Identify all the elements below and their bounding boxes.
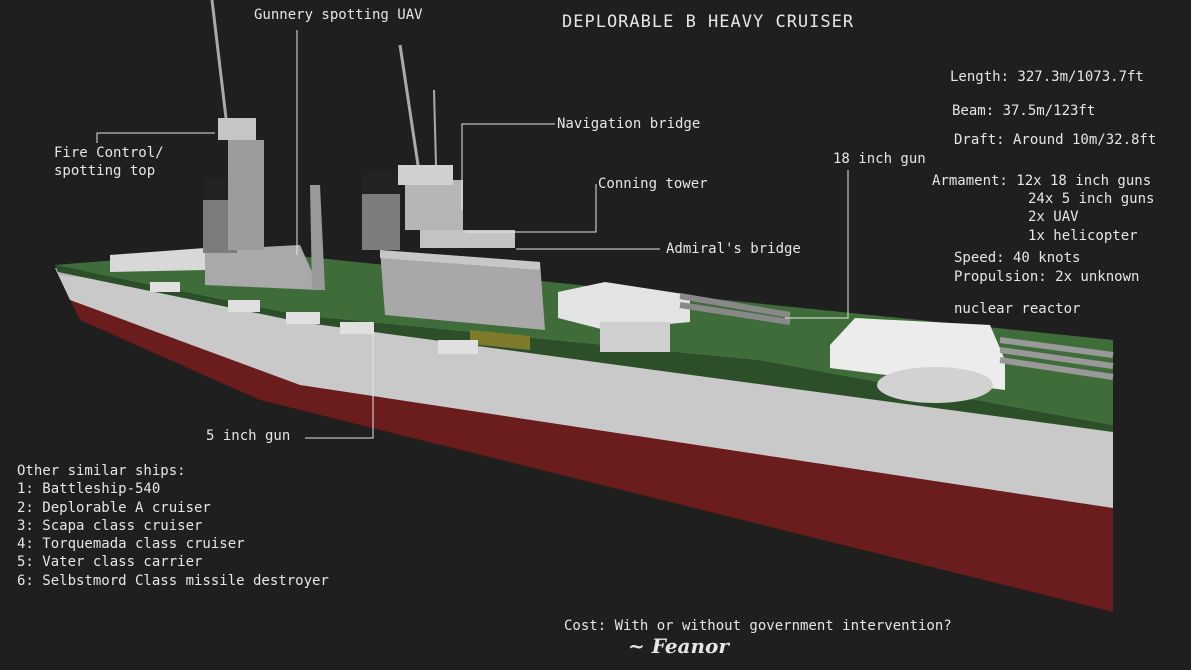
spec-reactor: nuclear reactor xyxy=(954,301,1081,317)
callout-18-inch-gun: 18 inch gun xyxy=(833,151,926,167)
spec-armament: Armament: 12x 18 inch guns xyxy=(932,173,1152,189)
cost-line: Cost: With or without government interve… xyxy=(564,618,952,634)
callout-line-18gun xyxy=(785,170,849,319)
callout-5-inch-gun: 5 inch gun xyxy=(206,428,291,444)
callout-line-fire-control xyxy=(96,132,215,143)
callout-line-conning xyxy=(466,184,597,233)
callout-fire-control-1: Fire Control/ xyxy=(54,145,164,161)
signature: ~ Feanor xyxy=(628,634,729,658)
similar-ships-heading: Other similar ships: xyxy=(17,463,186,479)
callout-conning-tower: Conning tower xyxy=(598,176,708,192)
callout-navigation-bridge: Navigation bridge xyxy=(557,116,701,132)
hull-side xyxy=(55,268,1113,508)
spec-armament-line: 1x helicopter xyxy=(1028,228,1138,244)
spec-draft: Draft: Around 10m/32.8ft xyxy=(954,132,1157,148)
similar-ship-item: 2: Deplorable A cruiser xyxy=(17,500,211,516)
spec-length: Length: 327.3m/1073.7ft xyxy=(950,69,1144,85)
similar-ship-item: 4: Torquemada class cruiser xyxy=(17,536,245,552)
similar-ship-item: 5: Vater class carrier xyxy=(17,554,203,570)
spec-beam: Beam: 37.5m/123ft xyxy=(952,103,1096,119)
similar-ship-item: 1: Battleship-540 xyxy=(17,481,161,497)
aft-superstructure xyxy=(205,245,320,290)
similar-ship-item: 6: Selbstmord Class missile destroyer xyxy=(17,573,329,589)
spec-speed: Speed: 40 knots xyxy=(954,250,1081,266)
main-superstructure xyxy=(380,250,545,330)
spec-armament-line: 2x UAV xyxy=(1028,209,1079,225)
spec-propulsion: Propulsion: 2x unknown xyxy=(954,269,1140,285)
similar-ship-item: 3: Scapa class cruiser xyxy=(17,518,203,534)
spec-armament-line: 24x 5 inch guns xyxy=(1028,191,1155,207)
callout-fire-control-2: spotting top xyxy=(54,163,156,179)
callout-line-5gun xyxy=(305,330,374,439)
page-title: DEPLORABLE B HEAVY CRUISER xyxy=(562,12,855,32)
callout-admirals-bridge: Admiral's bridge xyxy=(666,241,801,257)
turret-a xyxy=(558,282,690,330)
callout-gunnery-uav: Gunnery spotting UAV xyxy=(254,7,423,23)
main-deck xyxy=(55,250,1113,425)
callout-line-navigation xyxy=(461,123,555,210)
